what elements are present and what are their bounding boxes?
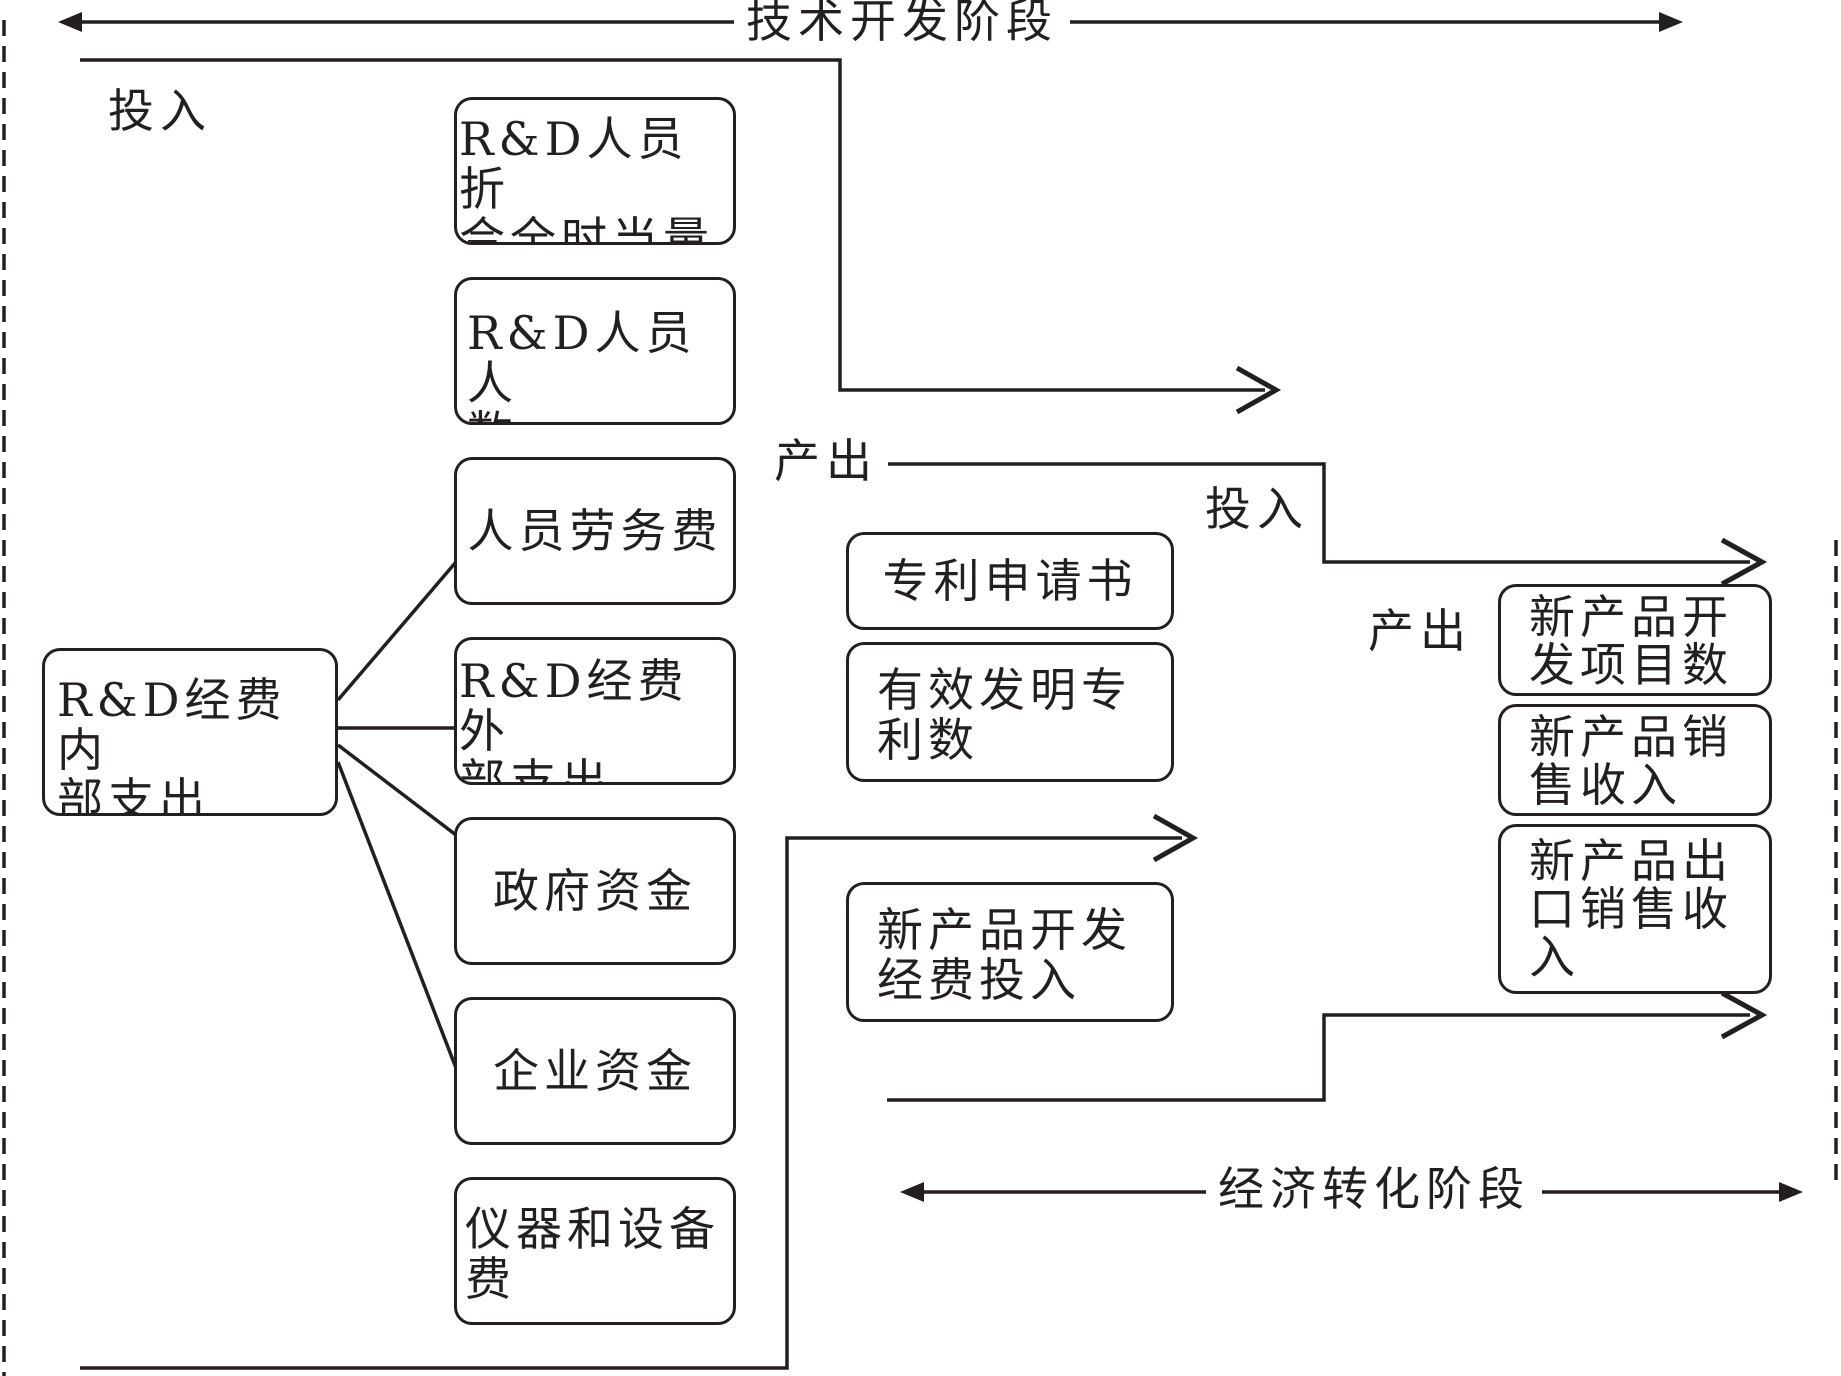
output-box-new-product-export-sales: 新产品出 口销售收 入 [1498, 824, 1772, 994]
input-box-rd-headcount: R&D人员人 数 [454, 277, 736, 425]
root-box-rd-internal-expenditure: R&D经费内 部支出 [42, 648, 338, 816]
middle-box-valid-invention-patents: 有效发明专 利数 [846, 642, 1174, 782]
output-flow-arrowhead-2 [1720, 990, 1768, 1040]
output-flow-line-2 [887, 1013, 1750, 1102]
label-input-1: 投入 [108, 84, 212, 138]
input-flow-line-2 [80, 836, 1182, 1370]
input-flow-arrowhead-2 [1152, 813, 1199, 863]
input-box-enterprise-funds: 企业资金 [454, 997, 736, 1145]
input-box-rd-fte: R&D人员折 合全时当量 [454, 97, 736, 245]
tech-dev-arrow-right [1659, 12, 1683, 32]
tech-dev-arrow-left [58, 12, 82, 32]
input-flow-arrowhead-1 [1235, 365, 1282, 415]
output-flow-arrowhead-1 [1720, 537, 1768, 587]
middle-box-new-product-dev-funding: 新产品开发 经费投入 [846, 882, 1174, 1022]
connector-labor [336, 560, 458, 702]
econ-conv-arrow-right [1779, 1182, 1803, 1202]
stage-label-tech-dev: 技术开发阶段 [734, 0, 1070, 47]
output-box-new-product-sales: 新产品销 售收入 [1498, 704, 1772, 816]
label-output-2: 产出 [1368, 604, 1472, 658]
connector-gov [336, 743, 458, 837]
label-output-1: 产出 [774, 434, 878, 488]
stage-label-econ-conv: 经济转化阶段 [1206, 1164, 1542, 1215]
middle-box-patent-applications: 专利申请书 [846, 532, 1174, 630]
input-box-equipment-cost: 仪器和设备 费 [454, 1177, 736, 1325]
connector-enterprise [336, 761, 458, 1069]
output-box-new-product-projects: 新产品开 发项目数 [1498, 584, 1772, 696]
input-box-labor-cost: 人员劳务费 [454, 457, 736, 605]
econ-conv-arrow-left [900, 1182, 924, 1202]
label-input-2: 投入 [1205, 482, 1309, 536]
input-flow-line-1 [80, 58, 1265, 392]
output-flow-line-1 [888, 462, 1750, 564]
input-box-government-funds: 政府资金 [454, 817, 736, 965]
input-box-rd-external-expenditure: R&D经费外 部支出 [454, 637, 736, 785]
